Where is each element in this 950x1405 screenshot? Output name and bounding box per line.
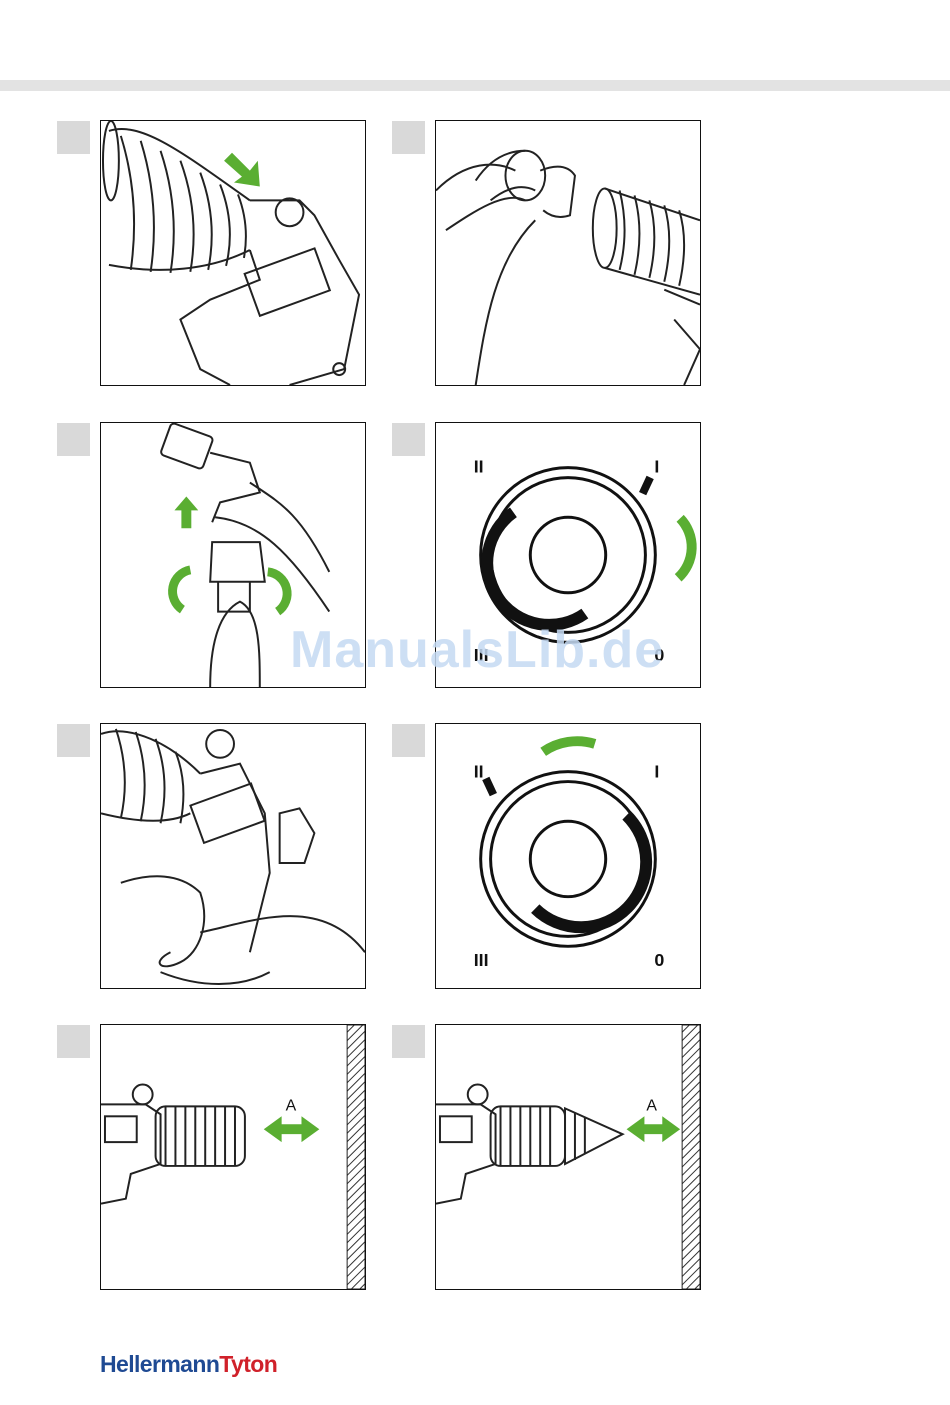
brand-logo-part1: Hellermann: [100, 1351, 219, 1377]
temperature-dial-illustration: II I III 0: [436, 724, 700, 988]
step-marker-2: [392, 121, 425, 154]
rotate-counterclockwise-icon: [543, 741, 595, 752]
dial-label-top-right: I: [654, 457, 659, 477]
dial-pointer-icon: [639, 476, 654, 496]
panel-distance: A: [100, 1024, 366, 1290]
step-marker-7: [57, 1025, 90, 1058]
dial-label-bottom-right: 0: [654, 950, 664, 970]
rotate-right-icon: [268, 572, 287, 612]
arrow-down-icon: [224, 153, 260, 187]
step-marker-1: [57, 121, 90, 154]
header-bar: [0, 80, 950, 91]
hand-holding-heat-gun-illustration: [101, 724, 365, 988]
distance-arrow-icon: [264, 1116, 320, 1142]
rotate-clockwise-icon: [678, 518, 692, 578]
heat-gun-cone-distance-illustration: A: [436, 1025, 700, 1289]
step-marker-6: [392, 724, 425, 757]
panel-reflector-attach: [435, 120, 701, 386]
arrow-up-icon: [174, 496, 198, 528]
dial-label-top-right: I: [654, 762, 659, 782]
watermark: ManualsLib.de: [290, 620, 664, 680]
wall-surface: [682, 1025, 700, 1289]
distance-label: A: [646, 1097, 657, 1114]
heat-gun-with-nozzle-illustration: [101, 121, 365, 385]
panel-hold-tool: [100, 723, 366, 989]
step-marker-8: [392, 1025, 425, 1058]
wall-surface: [347, 1025, 365, 1289]
brand-logo-part2: Tyton: [219, 1351, 277, 1377]
dial-label-top-left: II: [474, 762, 484, 782]
dial-label-bottom-left: III: [474, 950, 489, 970]
panel-nozzle-attach: [100, 120, 366, 386]
dial-pointer-icon: [482, 777, 497, 797]
heat-gun-distance-illustration: A: [101, 1025, 365, 1289]
step-marker-5: [57, 724, 90, 757]
rotate-left-icon: [173, 570, 191, 610]
step-marker-4: [392, 423, 425, 456]
panel-dial-to-II: II I III 0: [435, 723, 701, 989]
brand-logo: HellermannTyton: [100, 1351, 277, 1378]
distance-arrow-icon: [627, 1116, 681, 1142]
step-marker-3: [57, 423, 90, 456]
panel-distance-cone: A: [435, 1024, 701, 1290]
distance-label: A: [286, 1097, 297, 1114]
hand-with-reflector-illustration: [436, 121, 700, 385]
dial-label-top-left: II: [474, 457, 484, 477]
